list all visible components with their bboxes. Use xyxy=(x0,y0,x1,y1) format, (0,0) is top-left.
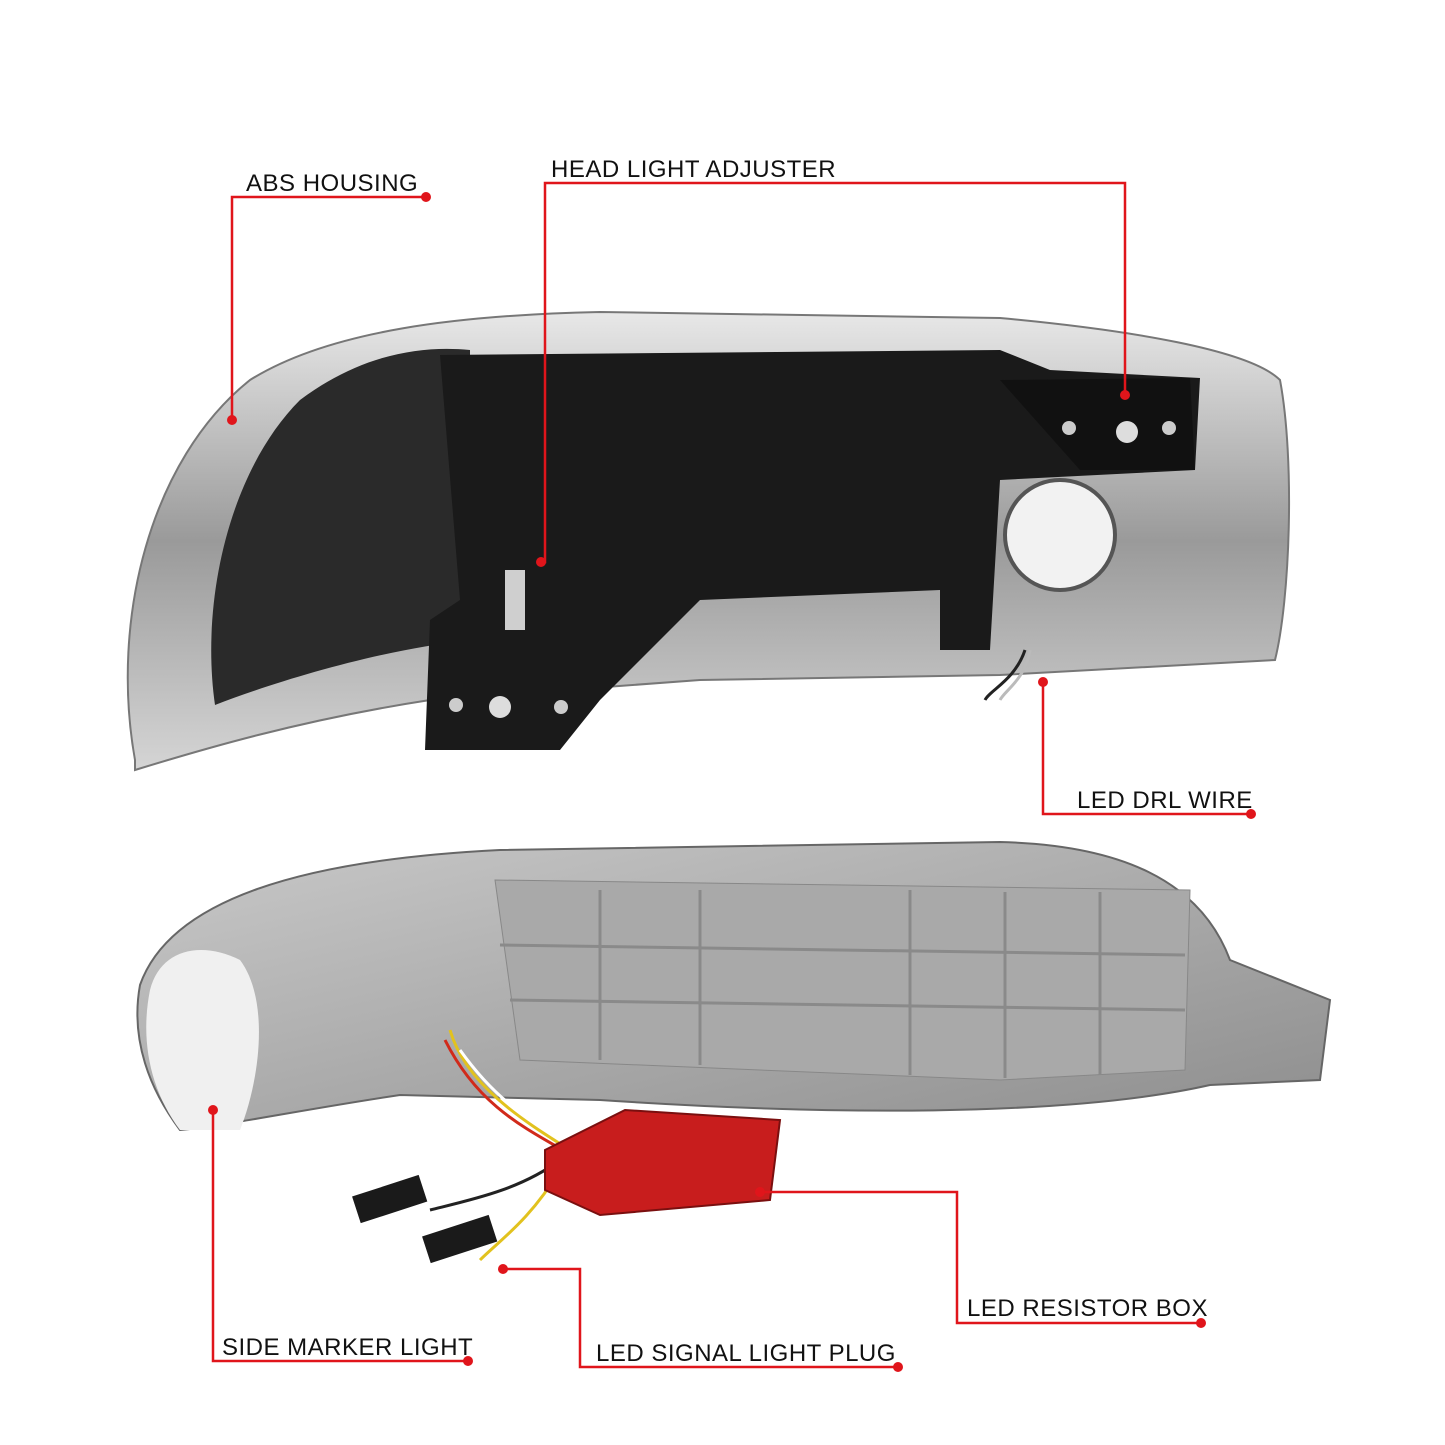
callout-led-signal-light-plug: LED SIGNAL LIGHT PLUG xyxy=(596,1340,896,1367)
headlight-image xyxy=(126,310,1291,772)
callout-led-resistor-box: LED RESISTOR BOX xyxy=(967,1295,1208,1322)
callout-led-drl-wire: LED DRL WIRE xyxy=(1077,787,1253,814)
callout-abs-housing: ABS HOUSING xyxy=(246,170,419,197)
corner-light-image xyxy=(136,840,1332,1264)
callout-head-light-adjuster: HEAD LIGHT ADJUSTER xyxy=(551,156,837,183)
callout-dots xyxy=(208,192,1256,1372)
callout-lines xyxy=(211,181,1251,1369)
callout-side-marker-light: SIDE MARKER LIGHT xyxy=(222,1334,474,1361)
